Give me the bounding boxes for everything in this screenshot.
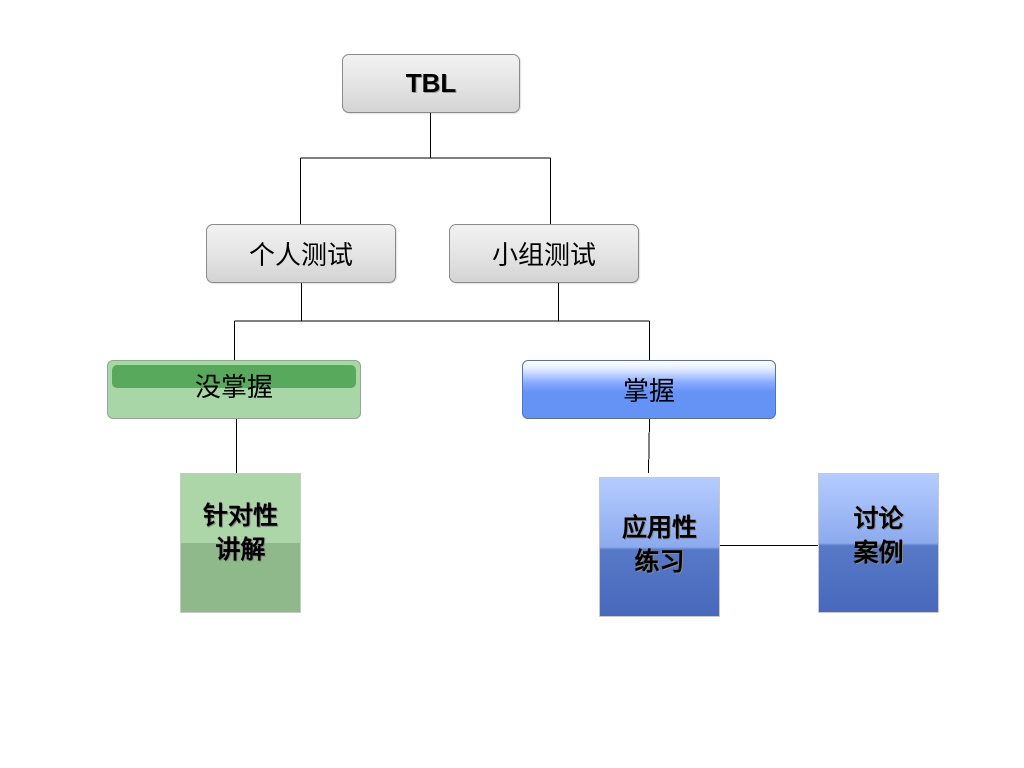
not-mastered-highlight-band	[112, 365, 356, 388]
case-discussion-label: 讨论 案例	[853, 504, 904, 567]
root-node-label: TBL	[405, 68, 457, 98]
node-applied-practice: 应用性 练习	[599, 477, 720, 617]
connector-tests-to-outcomes	[234, 283, 650, 360]
targeted-explanation-label: 针对性 讲解	[202, 501, 278, 564]
mastered-label: 掌握	[622, 377, 675, 407]
node-case-discussion: 讨论 案例	[818, 473, 939, 613]
connector-mastered-to-applied	[648, 418, 650, 474]
group-test-label: 小组测试	[491, 241, 596, 271]
applied-practice-label: 应用性 练习	[621, 513, 697, 576]
node-group-test: 小组测试	[449, 224, 639, 283]
node-targeted-explanation: 针对性 讲解	[180, 473, 301, 613]
root-node-tbl: TBL	[342, 54, 520, 113]
connector-root-to-tests	[300, 113, 551, 224]
node-mastered: 掌握	[522, 360, 776, 419]
not-mastered-label: 没掌握	[194, 373, 273, 403]
node-not-mastered: 没掌握	[107, 360, 361, 419]
node-individual-test: 个人测试	[206, 224, 396, 283]
individual-test-label: 个人测试	[248, 241, 353, 271]
